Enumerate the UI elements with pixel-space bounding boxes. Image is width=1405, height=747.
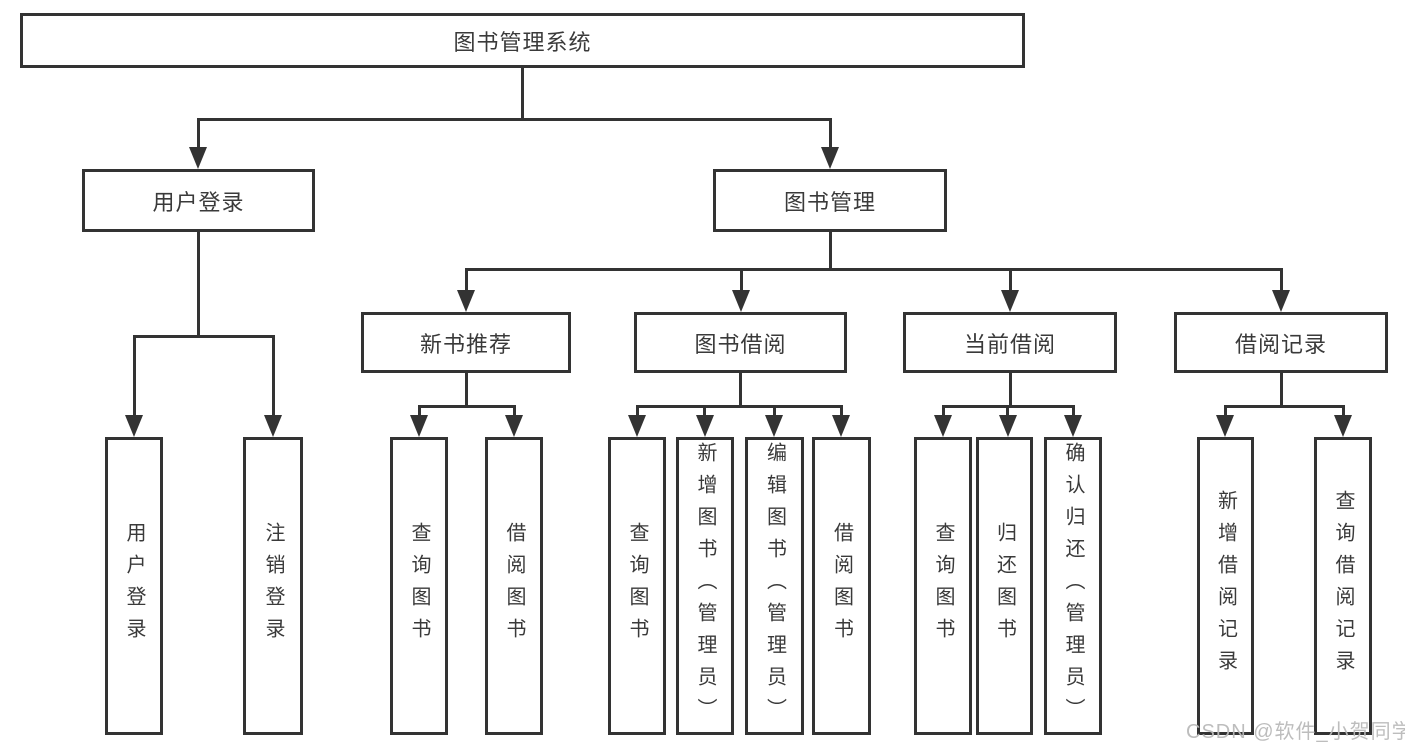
connector-vline <box>739 373 742 407</box>
arrowhead-down-icon <box>410 415 428 437</box>
arrowhead-down-icon <box>821 147 839 169</box>
connector-vline <box>197 118 200 150</box>
leaf-confirm-return-admin: 确认归还（管理员） <box>1044 437 1102 735</box>
connector-vline <box>1280 373 1283 407</box>
leaf-user-login-label: 用户登录 <box>123 522 145 650</box>
arrowhead-down-icon <box>1064 415 1082 437</box>
arrowhead-down-icon <box>765 415 783 437</box>
connector-vline <box>1280 268 1283 294</box>
node-user-login: 用户登录 <box>82 169 315 232</box>
leaf-add-borrow-record: 新增借阅记录 <box>1197 437 1254 735</box>
csdn-watermark: CSDN @软件_小贺同学 <box>1186 721 1405 743</box>
arrowhead-down-icon <box>999 415 1017 437</box>
node-current-borrowing: 当前借阅 <box>903 312 1117 373</box>
leaf-borrow-books: 借阅图书 <box>812 437 871 735</box>
leaf-return-books-label: 归还图书 <box>993 522 1016 650</box>
arrowhead-down-icon <box>264 415 282 437</box>
arrowhead-down-icon <box>934 415 952 437</box>
leaf-borrow-books-recommend-label: 借阅图书 <box>503 522 525 650</box>
connector-vline <box>829 118 832 150</box>
node-root-label: 图书管理系统 <box>453 29 592 55</box>
arrowhead-down-icon <box>1334 415 1352 437</box>
arrowhead-down-icon <box>832 415 850 437</box>
node-new-book-recommendation: 新书推荐 <box>361 312 571 373</box>
arrowhead-down-icon <box>457 290 475 312</box>
arrowhead-down-icon <box>696 415 714 437</box>
connector-vline <box>1006 405 1009 419</box>
connector-vline <box>513 405 516 419</box>
leaf-logout-label: 注销登录 <box>262 522 284 650</box>
arrowhead-down-icon <box>1216 415 1234 437</box>
connector-vline <box>829 232 832 270</box>
leaf-edit-books-admin: 编辑图书（管理员） <box>745 437 804 735</box>
node-user-login-label: 用户登录 <box>152 189 245 215</box>
connector-hline <box>465 268 1283 271</box>
leaf-borrow-books-recommend: 借阅图书 <box>485 437 543 735</box>
leaf-query-books-recommend-label: 查询图书 <box>408 522 430 650</box>
connector-vline <box>133 335 136 418</box>
leaf-query-books-borrowing-label: 查询图书 <box>626 522 648 650</box>
arrowhead-down-icon <box>732 290 750 312</box>
node-book-borrowing-label: 图书借阅 <box>694 331 787 357</box>
connector-vline <box>636 405 639 419</box>
leaf-user-login: 用户登录 <box>105 437 163 735</box>
arrowhead-down-icon <box>505 415 523 437</box>
node-borrowing-records-label: 借阅记录 <box>1234 331 1327 357</box>
connector-vline <box>773 405 776 419</box>
connector-vline <box>942 405 945 419</box>
node-book-management-label: 图书管理 <box>783 189 876 215</box>
connector-hline <box>636 405 843 408</box>
leaf-edit-books-admin-label: 编辑图书（管理员） <box>763 442 786 730</box>
node-book-borrowing: 图书借阅 <box>634 312 847 373</box>
connector-hline <box>133 335 275 338</box>
arrowhead-down-icon <box>1272 290 1290 312</box>
leaf-query-borrow-record: 查询借阅记录 <box>1314 437 1372 735</box>
leaf-add-books-admin: 新增图书（管理员） <box>676 437 734 735</box>
leaf-logout: 注销登录 <box>243 437 303 735</box>
connector-vline <box>740 268 743 294</box>
connector-vline <box>1224 405 1227 419</box>
leaf-query-books-current: 查询图书 <box>914 437 972 735</box>
connector-vline <box>703 405 706 419</box>
connector-vline <box>465 373 468 407</box>
arrowhead-down-icon <box>189 147 207 169</box>
leaf-borrow-books-label: 借阅图书 <box>830 522 853 650</box>
arrowhead-down-icon <box>628 415 646 437</box>
leaf-query-books-current-label: 查询图书 <box>932 522 954 650</box>
connector-hline <box>197 118 832 121</box>
connector-vline <box>465 268 468 294</box>
leaf-add-borrow-record-label: 新增借阅记录 <box>1214 490 1237 682</box>
leaf-return-books: 归还图书 <box>976 437 1033 735</box>
node-current-borrowing-label: 当前借阅 <box>963 331 1056 357</box>
connector-vline <box>1072 405 1075 419</box>
connector-vline <box>521 68 524 118</box>
connector-hline <box>418 405 516 408</box>
leaf-query-borrow-record-label: 查询借阅记录 <box>1332 490 1354 682</box>
connector-vline <box>418 405 421 419</box>
node-book-management: 图书管理 <box>713 169 947 232</box>
connector-vline <box>1009 268 1012 294</box>
leaf-query-books-borrowing: 查询图书 <box>608 437 666 735</box>
node-new-book-recommendation-label: 新书推荐 <box>419 331 512 357</box>
connector-vline <box>272 335 275 418</box>
leaf-add-books-admin-label: 新增图书（管理员） <box>694 442 716 730</box>
node-root: 图书管理系统 <box>20 13 1025 68</box>
connector-vline <box>1009 373 1012 407</box>
leaf-confirm-return-admin-label: 确认归还（管理员） <box>1062 442 1084 730</box>
arrowhead-down-icon <box>125 415 143 437</box>
connector-hline <box>1224 405 1345 408</box>
leaf-query-books-recommend: 查询图书 <box>390 437 448 735</box>
connector-vline <box>197 232 200 338</box>
arrowhead-down-icon <box>1001 290 1019 312</box>
node-borrowing-records: 借阅记录 <box>1174 312 1388 373</box>
connector-vline <box>1342 405 1345 419</box>
connector-vline <box>840 405 843 419</box>
